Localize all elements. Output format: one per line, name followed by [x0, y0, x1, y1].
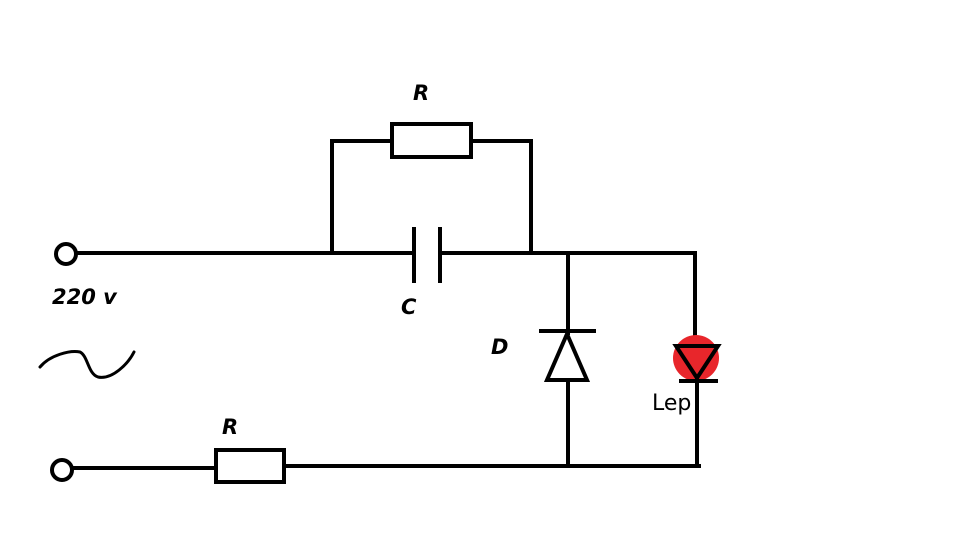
top-resistor [390, 122, 473, 159]
bottom-terminal [50, 458, 74, 482]
diode-label: D [491, 335, 508, 359]
capacitor [412, 227, 442, 283]
top-wire-right [438, 251, 697, 337]
top-terminal [54, 242, 78, 266]
diode [539, 251, 596, 468]
sine-wave-icon [38, 350, 136, 379]
voltage-label: 220 v [52, 285, 118, 309]
top-resistor-label: R [413, 81, 429, 105]
bottom-wire [70, 464, 701, 470]
bottom-resistor-label: R [222, 415, 238, 439]
led-label: Lep [652, 391, 691, 416]
capacitor-label: C [401, 295, 417, 319]
bottom-resistor [214, 448, 286, 484]
parallel-branch-wire [330, 139, 533, 255]
led [672, 335, 722, 468]
